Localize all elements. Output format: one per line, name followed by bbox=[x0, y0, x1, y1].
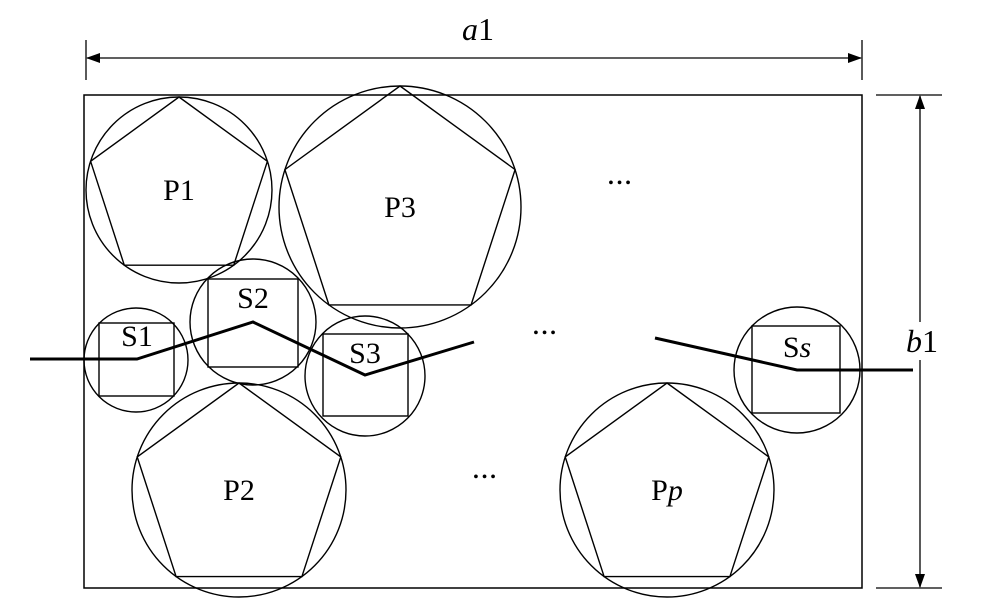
ellipsis-top: ••• bbox=[608, 175, 634, 192]
pentagon-P1 bbox=[89, 96, 269, 266]
polygon-P2: P2 bbox=[131, 382, 347, 598]
container-rectangle bbox=[83, 94, 863, 589]
polygon-P1: P1 bbox=[85, 96, 273, 284]
square-S3: S3 bbox=[304, 315, 426, 437]
pentagon-Pp bbox=[564, 382, 770, 578]
width-dimension: a1 bbox=[85, 11, 863, 80]
circle-S3 bbox=[304, 315, 426, 437]
circle-S2 bbox=[189, 258, 317, 386]
label-Ss: Ss bbox=[783, 331, 811, 364]
pentagon-P2 bbox=[136, 382, 342, 578]
square-shape-S2 bbox=[207, 278, 299, 368]
label-S1: S1 bbox=[121, 320, 153, 353]
width-label: a1 bbox=[462, 11, 494, 47]
path-line-right bbox=[654, 336, 913, 372]
pentagon-P3 bbox=[284, 85, 516, 306]
height-dimension: b1 bbox=[876, 94, 948, 589]
label-S3: S3 bbox=[349, 337, 381, 370]
path-line-left bbox=[30, 320, 475, 377]
polygon-P3: P3 bbox=[278, 85, 522, 329]
square-shape-S3 bbox=[322, 333, 409, 417]
height-label: b1 bbox=[906, 323, 938, 359]
label-Pp: Pp bbox=[651, 474, 683, 507]
polygon-Pp: Pp bbox=[559, 382, 775, 598]
ellipsis-bottom: ••• bbox=[473, 469, 499, 486]
label-P2: P2 bbox=[223, 474, 255, 507]
label-S2: S2 bbox=[237, 282, 269, 315]
label-P1: P1 bbox=[163, 174, 195, 207]
square-S1: S1 bbox=[83, 307, 189, 413]
label-P3: P3 bbox=[384, 191, 416, 224]
ellipsis-middle: ••• bbox=[533, 325, 559, 342]
square-S2: S2 bbox=[189, 258, 317, 386]
